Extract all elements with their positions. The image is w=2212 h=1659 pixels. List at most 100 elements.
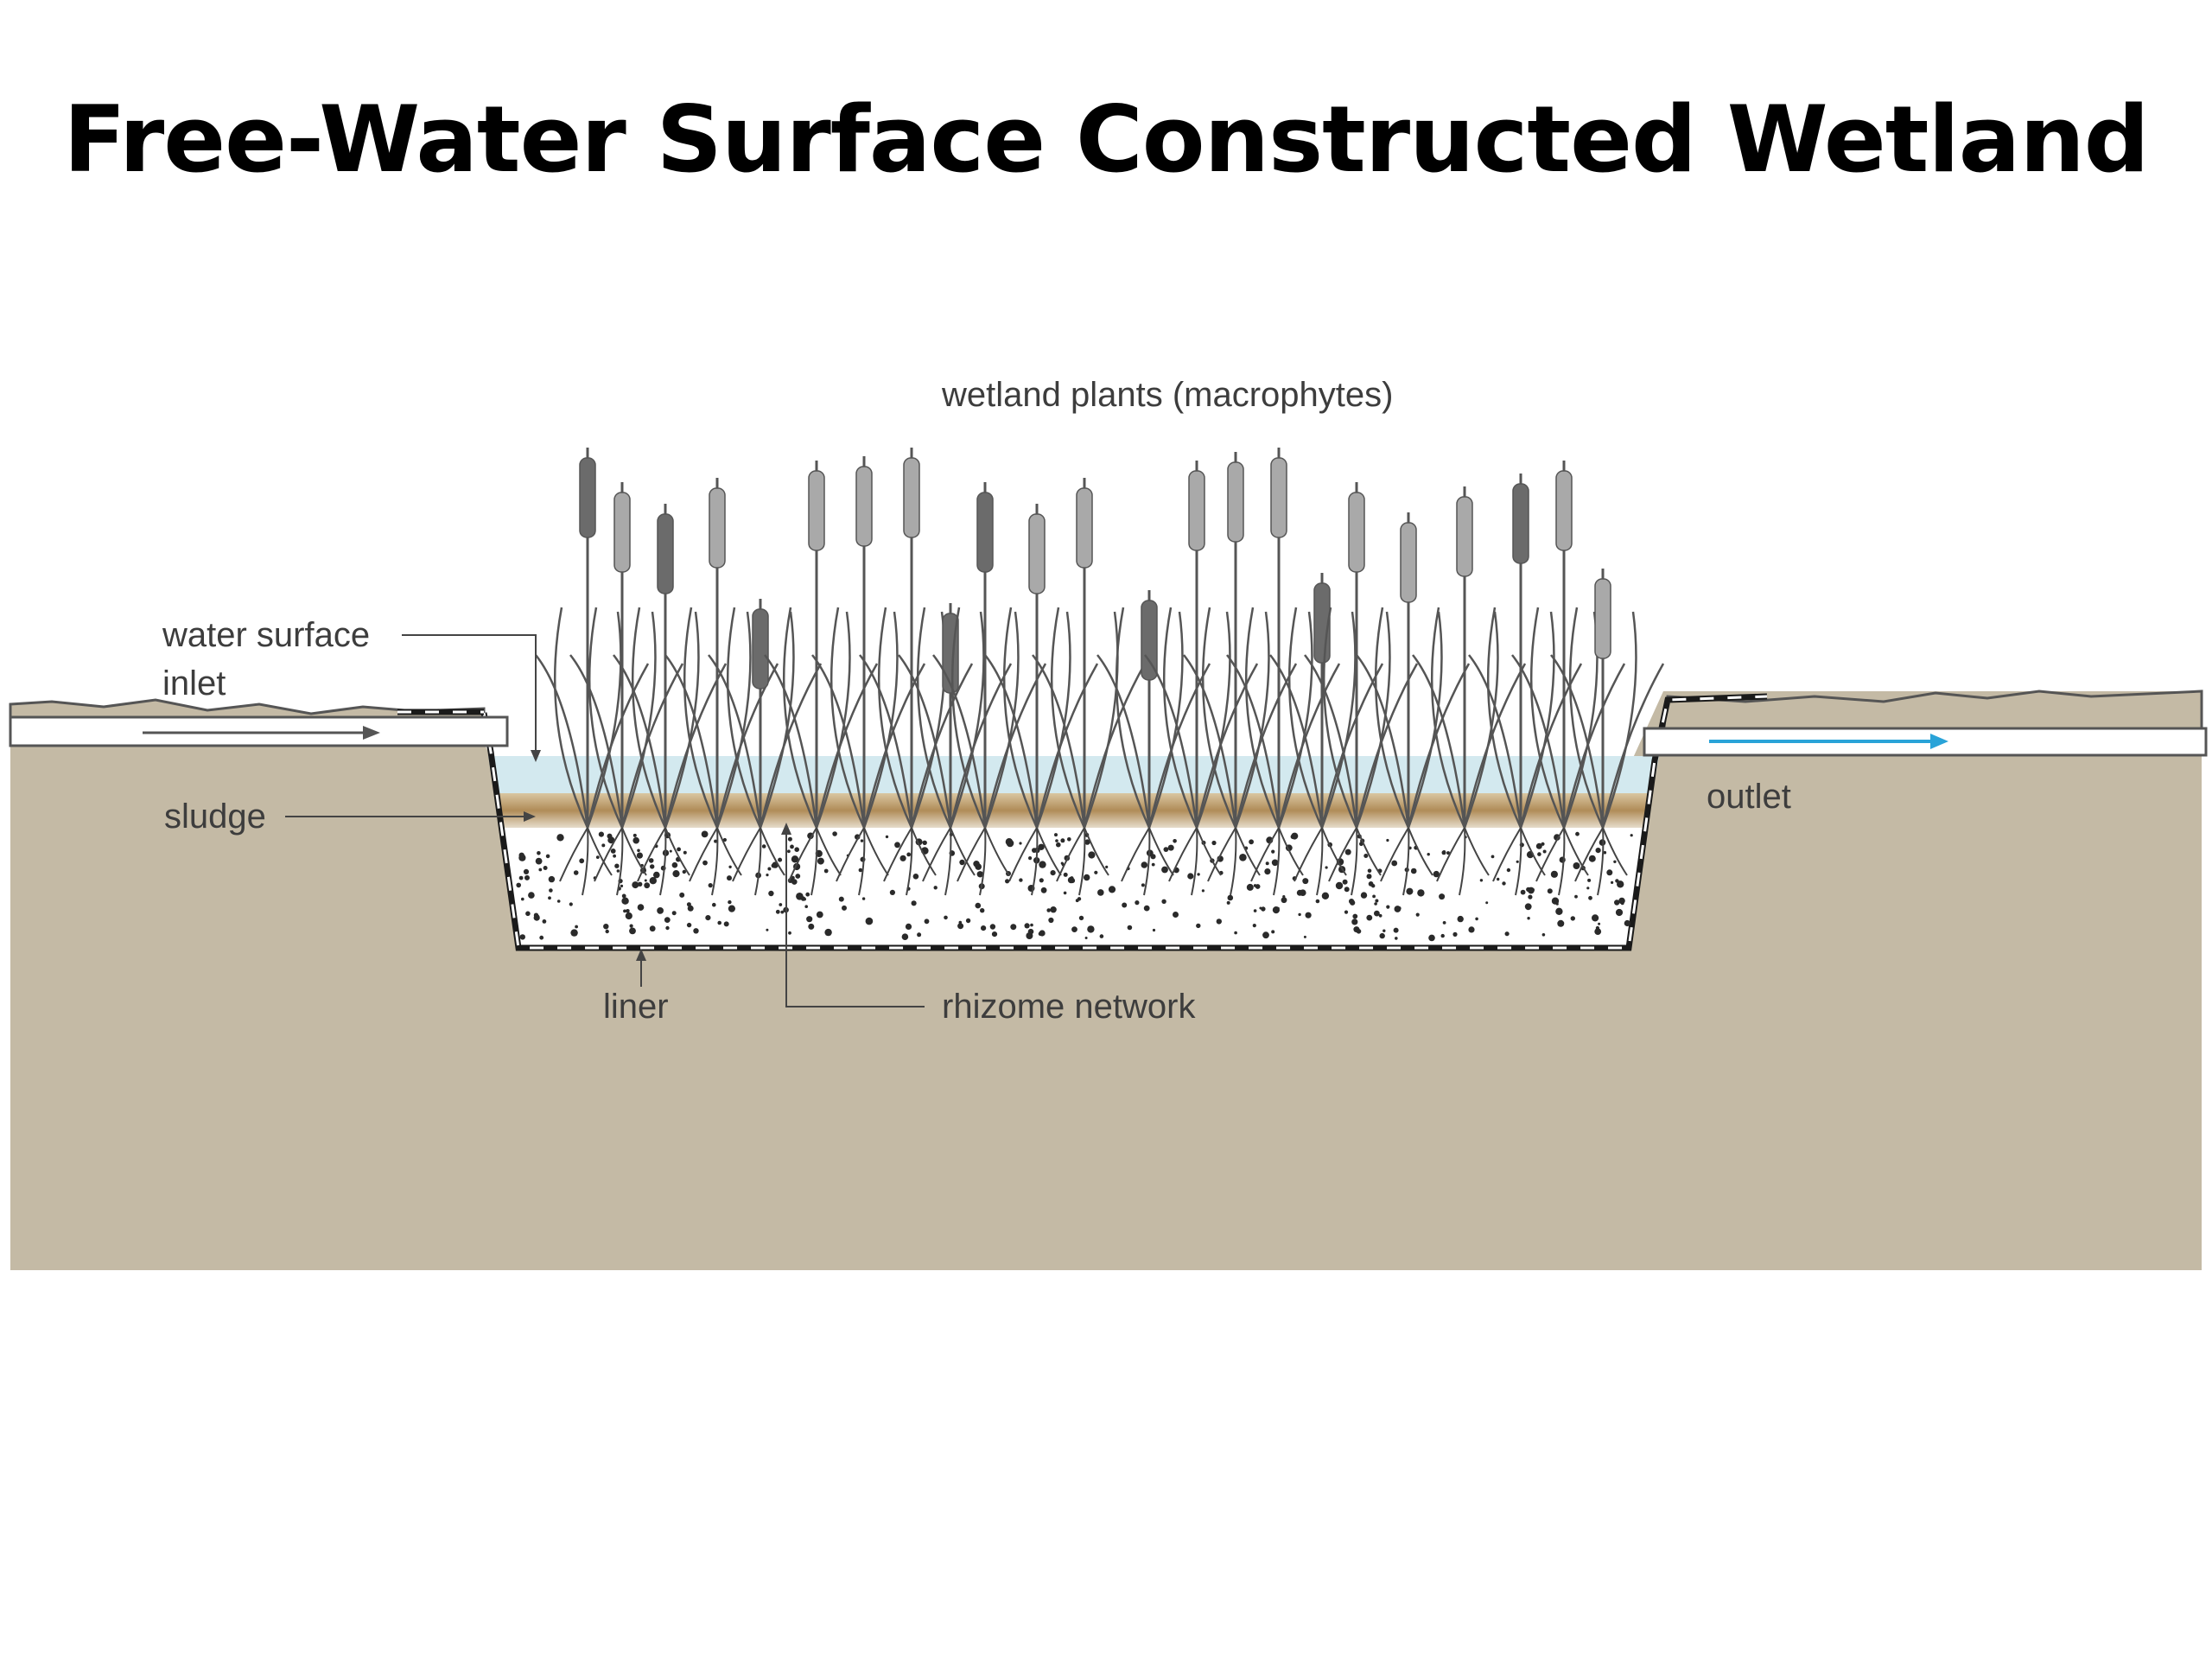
gravel-particle — [1097, 889, 1104, 896]
gravel-particle — [1378, 913, 1382, 918]
gravel-particle — [516, 882, 521, 888]
gravel-particle — [778, 857, 783, 862]
gravel-particle — [806, 916, 813, 923]
gravel-particle — [795, 874, 801, 879]
gravel-particle — [1227, 894, 1234, 901]
cattail-plant — [984, 504, 1099, 896]
gravel-particle — [1374, 910, 1380, 917]
gravel-particle — [1161, 866, 1168, 874]
gravel-particle — [1271, 930, 1275, 934]
cattail-plant — [708, 599, 823, 896]
cattail-plant — [1550, 569, 1665, 896]
gravel-particle — [556, 834, 564, 842]
gravel-particle — [712, 902, 716, 907]
gravel-particle — [808, 923, 815, 930]
gravel-particle — [1614, 899, 1620, 906]
gravel-particle — [686, 902, 691, 907]
cattail-plant — [1226, 448, 1341, 896]
gravel-particle — [805, 892, 810, 897]
gravel-particle — [686, 922, 692, 928]
gravel-particle — [519, 934, 525, 940]
gravel-particle — [1427, 853, 1430, 856]
gravel-particle — [665, 925, 670, 931]
gravel-particle — [889, 889, 895, 895]
gravel-particle — [1624, 919, 1630, 927]
gravel-particle — [1234, 931, 1237, 935]
gravel-particle — [1351, 918, 1358, 925]
gravel-particle — [1298, 912, 1301, 917]
gravel-particle — [1386, 838, 1389, 842]
gravel-particle — [922, 840, 927, 845]
gravel-particle — [761, 844, 766, 849]
gravel-particle — [1141, 883, 1145, 887]
gravel-particle — [1253, 909, 1257, 912]
gravel-particle — [603, 924, 609, 930]
gravel-particle — [780, 910, 785, 914]
gravel-particle — [976, 871, 984, 878]
gravel-particle — [975, 863, 982, 870]
gravel-particle — [766, 928, 769, 931]
gravel-particle — [1375, 899, 1379, 903]
gravel-particle — [1060, 838, 1065, 843]
gravel-particle — [1502, 881, 1506, 886]
gravel-particle — [722, 837, 728, 842]
gravel-particle — [912, 874, 919, 880]
gravel-particle — [1216, 918, 1223, 925]
gravel-particle — [521, 897, 524, 901]
gravel-particle — [905, 923, 912, 930]
gravel-particle — [1108, 886, 1116, 893]
gravel-particle — [1524, 903, 1532, 911]
gravel-particle — [1352, 913, 1358, 919]
liner-dashes — [482, 695, 1768, 950]
gravel-particle — [543, 866, 548, 870]
gravel-particle — [1372, 894, 1376, 899]
gravel-particle — [1615, 908, 1624, 917]
gravel-particle — [644, 882, 651, 889]
gravel-particle — [1019, 878, 1023, 882]
gravel-particle — [1272, 906, 1280, 914]
gravel-particle — [632, 881, 639, 889]
wetland-plants — [535, 448, 1665, 896]
gravel-particle — [650, 864, 655, 869]
gravel-particle — [1252, 924, 1256, 928]
gravel-particle — [1410, 868, 1417, 874]
gravel-particle — [787, 836, 792, 842]
gravel-particle — [1344, 910, 1349, 914]
gravel-particle — [632, 836, 639, 844]
gravel-particle — [1302, 878, 1309, 885]
gravel-particle — [1063, 891, 1067, 895]
gravel-particle — [838, 896, 844, 902]
gravel-particle — [817, 857, 824, 865]
gravel-particle — [1587, 878, 1592, 882]
gravel-particle — [1386, 905, 1390, 909]
cattail-plant — [1412, 486, 1527, 896]
gravel-particle — [1366, 914, 1373, 921]
arrow-right-icon — [143, 726, 380, 740]
gravel-particle — [598, 831, 605, 837]
gravel-particle — [788, 931, 791, 935]
gravel-particle — [644, 879, 647, 882]
gravel-particle — [1595, 848, 1601, 854]
gravel-particle — [1528, 894, 1533, 899]
gravel-particle — [1442, 921, 1446, 925]
slide-title: Free-Water Surface Constructed Wetland — [63, 86, 2149, 193]
gravel-particle — [1457, 915, 1464, 923]
gravel-particle — [1535, 842, 1542, 849]
gravel-particle — [1406, 887, 1414, 895]
label-water-surface: water surface — [162, 616, 370, 654]
gravel-particle — [1211, 840, 1217, 846]
gravel-particle — [610, 849, 616, 854]
gravel-particle — [1246, 883, 1254, 891]
gravel-particle — [885, 835, 889, 839]
cattail-plant — [1356, 512, 1471, 896]
gravel-particle — [518, 875, 524, 880]
gravel-particle — [1374, 902, 1377, 906]
gravel-particle — [1099, 934, 1104, 938]
gravel-particle — [1305, 912, 1312, 918]
gravel-particle — [1303, 935, 1306, 938]
gravel-particle — [1264, 868, 1271, 875]
gravel-particle — [1084, 937, 1088, 939]
gravel-particle — [975, 902, 982, 909]
gravel-particle — [779, 903, 783, 906]
